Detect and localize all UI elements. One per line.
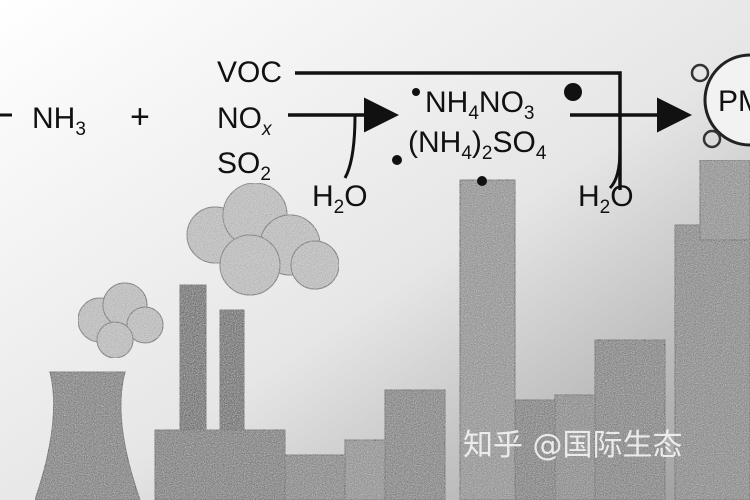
city-skyline: [34, 159, 750, 500]
cooling-tower: [34, 371, 141, 500]
building: [674, 224, 750, 500]
building: [384, 389, 446, 500]
pm-label: PM: [718, 85, 750, 118]
chimney-left: [179, 284, 207, 446]
chimney-right: [219, 309, 245, 451]
pm-particle-icon: PM: [690, 53, 750, 149]
particles: [392, 83, 582, 186]
water-label-left: H2O: [312, 180, 368, 218]
building: [284, 454, 346, 500]
watermark: 知乎 @国际生态: [463, 428, 683, 463]
ammonium-sulfate-label: (NH4)2SO4: [408, 126, 547, 164]
plus-sign: +: [130, 98, 150, 136]
building: [699, 159, 750, 241]
building: [554, 394, 596, 500]
building: [344, 439, 386, 500]
ammonia-label: NH3: [32, 102, 86, 140]
ammonium-nitrate-label: NH4NO3: [425, 86, 535, 124]
factory: [154, 429, 286, 500]
water-input-line-right: [608, 149, 622, 190]
smoke-clouds: [77, 182, 340, 359]
building: [594, 339, 666, 500]
building: [514, 399, 556, 500]
water-input-line-left: [343, 114, 357, 179]
water-label-right: H2O: [578, 180, 634, 218]
tower-building: [459, 179, 516, 500]
voc-label: VOC: [217, 56, 282, 89]
nox-label: NOx: [217, 102, 273, 140]
so2-label: SO2: [217, 147, 271, 185]
